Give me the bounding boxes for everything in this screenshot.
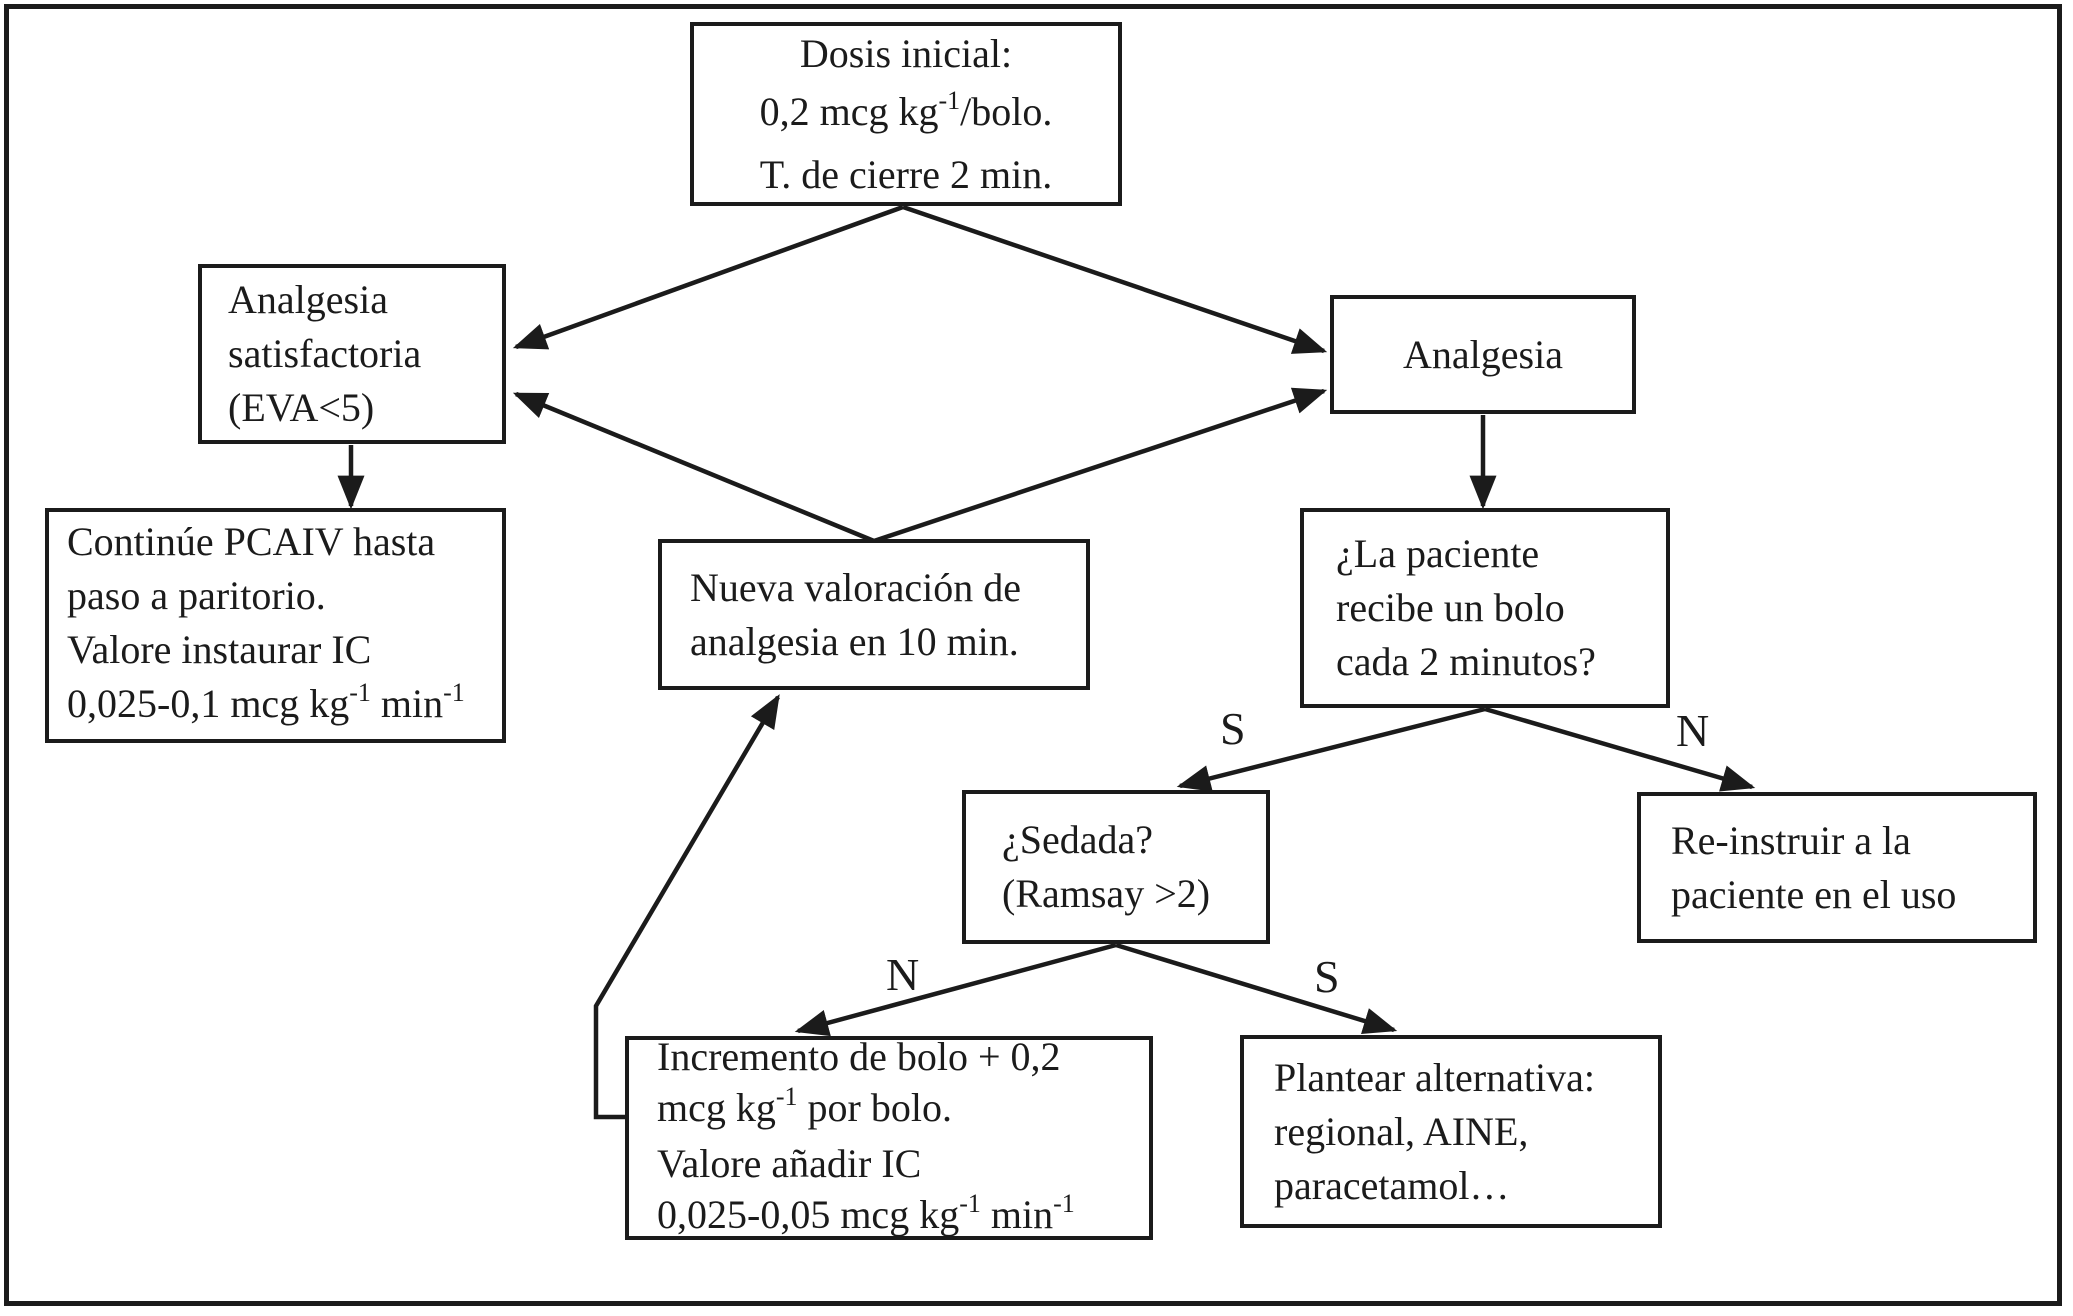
- arrow-dosis-to-analgesia-satisfactoria: [512, 204, 904, 350]
- node-analgesia: Analgesia: [1330, 295, 1636, 414]
- node-dosis-inicial: Dosis inicial:0,2 mcg kg-1/bolo.T. de ci…: [690, 22, 1122, 206]
- edge-label-paciente-si: S: [1220, 703, 1246, 754]
- edge-label-sedada-no: N: [886, 949, 920, 1000]
- arrow-paciente-to-sedada: [1176, 706, 1486, 792]
- arrow-nueva-to-analgesia-satisfactoria: [512, 391, 875, 544]
- arrow-dosis-to-analgesia: [902, 204, 1328, 354]
- edge-label-paciente-no: N: [1676, 705, 1710, 756]
- arrow-paciente-to-reinstruir: [1484, 706, 1756, 792]
- node-plantear-alternativa: Plantear alternativa:regional, AINE,para…: [1240, 1035, 1662, 1228]
- node-sedada: ¿Sedada?(Ramsay >2): [962, 790, 1270, 944]
- arrow-incremento-to-nueva: [593, 694, 780, 1120]
- arrow-sedada-to-incremento: [794, 942, 1117, 1037]
- edge-label-sedada-si: S: [1314, 951, 1340, 1002]
- figure-border: [4, 4, 2062, 1306]
- arrow-sedada-to-plantear: [1115, 942, 1398, 1035]
- arrow-nueva-to-analgesia: [873, 387, 1328, 544]
